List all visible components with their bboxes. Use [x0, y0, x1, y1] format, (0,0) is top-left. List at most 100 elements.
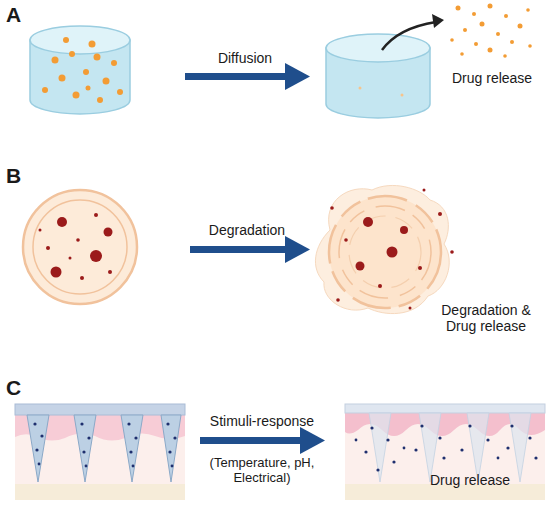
microneedle [161, 415, 181, 482]
drug-particle [97, 97, 103, 103]
drug-particle [474, 42, 478, 46]
drug-particle [166, 422, 169, 425]
drug-particle [423, 189, 426, 192]
drug-particle [504, 14, 508, 18]
drug-particle [46, 246, 50, 250]
drug-particle [463, 28, 467, 32]
drug-particles [330, 189, 454, 310]
process-label: Stimuli-response [192, 413, 332, 429]
drug-particle [510, 424, 513, 427]
drug-particle [39, 229, 42, 232]
drug-particle [503, 54, 507, 58]
drug-particle [506, 446, 509, 449]
particle-ring [339, 206, 431, 298]
drug-particle [480, 22, 485, 27]
microneedle [74, 415, 96, 482]
process-arrow [190, 236, 310, 263]
drug-particle [460, 448, 463, 451]
drug-particle [378, 284, 382, 288]
drug-particle [401, 94, 404, 97]
drug-particle [359, 87, 362, 90]
panel-letter: B [6, 164, 36, 188]
drug-particle [497, 457, 500, 460]
drug-particle [488, 4, 493, 9]
drug-particle [117, 89, 123, 95]
drug-particle [89, 41, 96, 48]
drug-particle [442, 456, 445, 459]
drug-particle [450, 250, 454, 254]
drug-particle [173, 436, 176, 439]
drug-particle [33, 422, 36, 425]
arrow-head [300, 427, 325, 454]
drug-particle [403, 447, 406, 450]
hypodermis-layer [15, 484, 185, 500]
process-label: Diffusion [185, 50, 305, 66]
drug-particle [104, 228, 113, 237]
drug-particle [52, 57, 59, 64]
drug-particle [355, 439, 358, 442]
drug-particle [108, 270, 112, 274]
process-arrow [200, 427, 325, 454]
needle-trace [419, 413, 441, 482]
microneedle [121, 415, 143, 482]
drug-particle [376, 468, 379, 471]
drug-particle [85, 465, 88, 468]
drug-particle [460, 52, 464, 56]
drug-particle [38, 463, 41, 466]
degradation-cloud [315, 185, 449, 313]
drug-particle [76, 238, 80, 242]
panel-letter: C [6, 376, 36, 400]
drug-particle [69, 257, 72, 260]
drug-particle [418, 266, 422, 270]
drug-particles [39, 213, 113, 280]
drug-particle [438, 436, 441, 439]
patch-backing [345, 404, 545, 413]
hydrogel-cylinder [30, 26, 130, 114]
drug-particle [510, 40, 514, 44]
drug-particle [51, 267, 62, 278]
drug-particle [468, 424, 471, 427]
particle-ring [349, 216, 421, 288]
drug-particle [456, 6, 461, 11]
drug-particle [57, 217, 67, 227]
arrow-shaft [200, 437, 302, 444]
drug-particle [392, 460, 395, 463]
release-arrow [382, 14, 444, 50]
drug-particle [420, 424, 423, 427]
drug-particle [42, 87, 48, 93]
skin-section [15, 404, 185, 500]
process-note: (Temperature, pH, Electrical) [200, 456, 325, 486]
drug-particles [42, 37, 123, 103]
arrow-head [285, 63, 310, 90]
drug-particle [387, 247, 398, 258]
needle-trace [467, 413, 489, 482]
skin-section [345, 404, 545, 500]
drug-particle [103, 78, 110, 85]
drug-particle [111, 60, 117, 66]
drug-particle [94, 54, 101, 61]
drug-particle [171, 465, 174, 468]
arrow-head [285, 236, 310, 263]
drug-particle [363, 217, 373, 227]
drug-particle [69, 51, 75, 57]
arrow-shaft [190, 246, 287, 253]
drug-particle [528, 436, 531, 439]
dermis-layer [15, 414, 185, 500]
drug-particle [63, 37, 69, 43]
needle-trace [369, 413, 391, 482]
polymer-particle [23, 190, 137, 304]
drug-particle [330, 206, 334, 210]
drug-particle [450, 38, 454, 42]
process-arrow [185, 63, 310, 90]
annotation: Drug release [415, 472, 525, 488]
drug-particle [518, 24, 523, 29]
drug-particle [534, 456, 537, 459]
drug-particle [132, 465, 135, 468]
microneedle [27, 415, 49, 482]
drug-particle [414, 448, 417, 451]
drug-particle [496, 32, 500, 36]
drug-particle [35, 448, 38, 451]
arrow-head [432, 14, 444, 28]
drug-particle [370, 426, 373, 429]
drug-particle [59, 75, 66, 82]
